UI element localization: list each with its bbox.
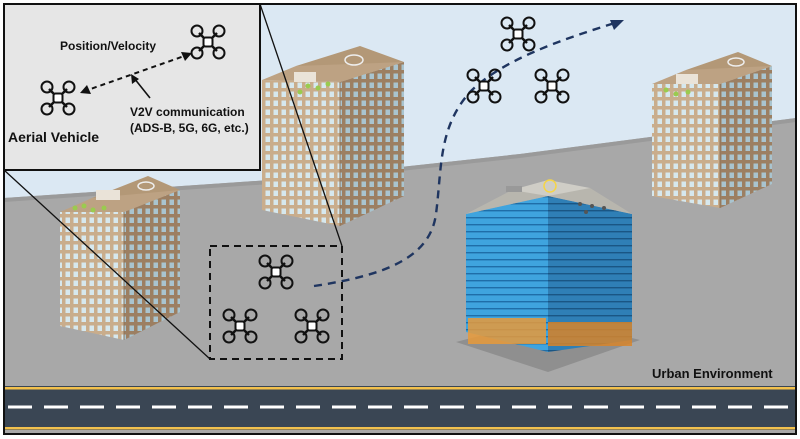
- v2v-link-line: [81, 53, 191, 93]
- building-glass-tower: [456, 179, 640, 372]
- v2v-communication-label: V2V communication: [130, 105, 245, 119]
- urban-environment-label: Urban Environment: [652, 366, 773, 381]
- aerial-vehicle-label: Aerial Vehicle: [8, 129, 99, 145]
- frame: [3, 3, 797, 435]
- zoom-line-top: [259, 3, 343, 247]
- inset-zoom-panel: [3, 3, 261, 171]
- v2v-protocols-label: (ADS-B, 5G, 6G, etc.): [130, 121, 249, 135]
- building-right: [652, 52, 772, 208]
- v2v-pointer-arrow: [133, 77, 151, 99]
- building-center: [262, 46, 404, 226]
- zoom-line-bottom: [3, 169, 211, 360]
- trajectory-arrowhead: [610, 20, 624, 30]
- building-left: [60, 176, 180, 340]
- drone-group-box: [209, 245, 343, 360]
- position-velocity-label: Position/Velocity: [60, 39, 156, 53]
- flight-trajectory: [313, 20, 619, 288]
- road: [4, 386, 796, 430]
